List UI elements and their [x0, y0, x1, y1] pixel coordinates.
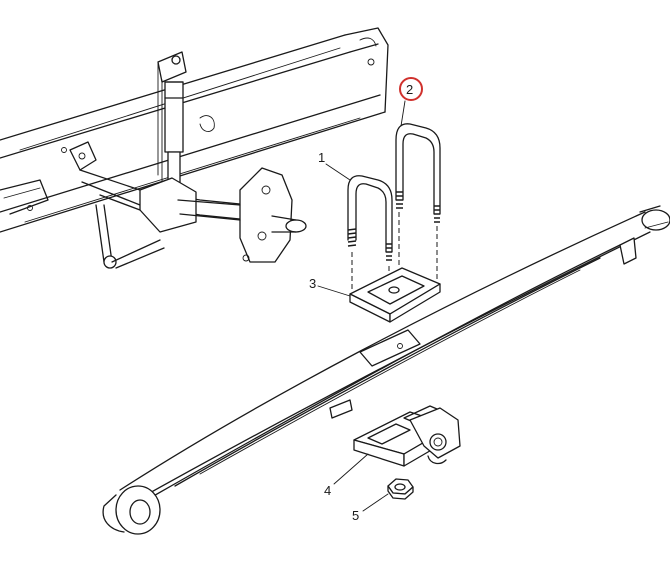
u-bolt-1: [347, 175, 393, 300]
callout-label-3: 3: [309, 276, 316, 291]
leaf-spring: [102, 205, 670, 535]
callout-label-4: 4: [324, 483, 331, 498]
callout-label-2: 2: [406, 82, 413, 97]
axle-assembly: [69, 115, 307, 269]
spring-seat: [353, 405, 461, 467]
u-bolt-2: [395, 123, 441, 282]
spacer-plate: [349, 267, 441, 323]
leader-1: [325, 163, 351, 181]
leader-2: [400, 100, 406, 127]
leader-5: [362, 493, 389, 512]
leader-3: [317, 285, 351, 297]
callout-highlight-circle: [399, 77, 423, 101]
callout-label-1: 1: [318, 150, 325, 165]
callout-label-5: 5: [352, 508, 359, 523]
leader-4: [333, 453, 369, 485]
hex-nut: [387, 478, 414, 500]
